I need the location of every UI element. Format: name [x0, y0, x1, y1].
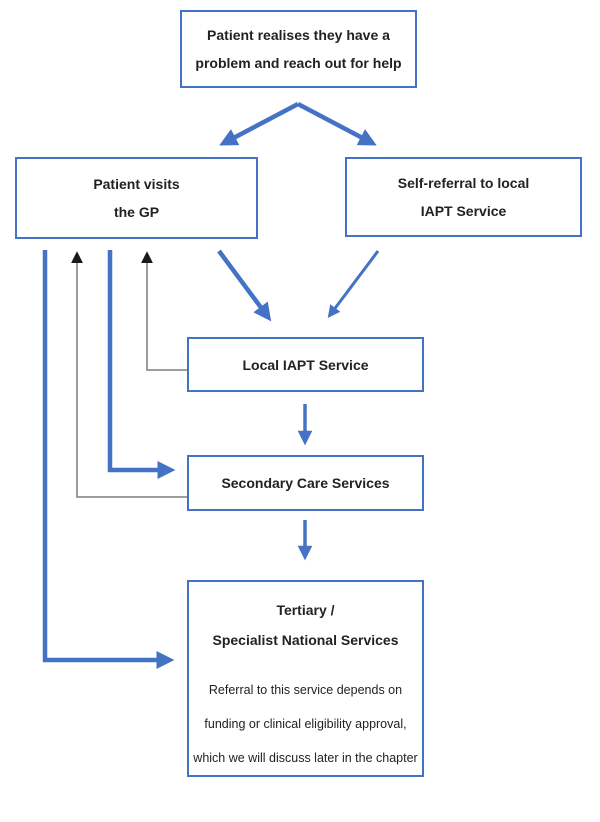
edge-realise-to-gp-arrow — [219, 102, 300, 146]
edge-gp-to-tertiary-elbow-arrow — [42, 250, 175, 669]
node-label: Secondary Care Services — [221, 475, 390, 491]
node-local-iapt-service: Local IAPT Service — [187, 337, 424, 392]
node-label: Specialist National Services — [212, 632, 399, 648]
node-label: IAPT Service — [420, 203, 507, 219]
node-label: problem and reach out for help — [195, 55, 402, 71]
edge-gp-to-secondary-elbow-arrow — [107, 250, 176, 479]
edge-secondary-to-gp-feedback-arrow — [71, 251, 187, 498]
node-label: Self-referral to local — [397, 175, 530, 191]
note-text: funding or clinical eligibility approval… — [204, 717, 407, 731]
tertiary-note: Referral to this service depends on fund… — [193, 673, 417, 775]
node-text: Self-referral to local IAPT Service — [398, 169, 530, 225]
note-text: which we will discuss later in the chapt… — [193, 751, 418, 765]
node-text: Patient visits the GP — [93, 170, 179, 226]
node-self-referral: Self-referral to local IAPT Service — [345, 157, 582, 237]
node-text: Patient realises they have a problem and… — [195, 21, 401, 77]
node-patient-realises: Patient realises they have a problem and… — [180, 10, 417, 88]
node-label: Patient realises they have a — [207, 27, 390, 43]
tertiary-title: Tertiary / Specialist National Services — [193, 595, 417, 655]
node-tertiary-specialist-services: Tertiary / Specialist National Services … — [187, 580, 424, 777]
node-label: Patient visits — [93, 176, 180, 192]
edge-realise-to-selfref-arrow — [296, 102, 377, 146]
node-patient-visits-gp: Patient visits the GP — [15, 157, 258, 239]
edge-gp-to-iapt-arrow — [217, 249, 272, 322]
edge-iapt-to-gp-feedback-arrow — [141, 251, 187, 371]
edge-selfref-to-iapt-arrow — [327, 250, 380, 319]
node-secondary-care-services: Secondary Care Services — [187, 455, 424, 511]
note-text: Referral to this service depends on — [208, 683, 403, 697]
node-text: Tertiary / Specialist National Services … — [193, 595, 417, 775]
node-label: Local IAPT Service — [242, 356, 369, 373]
node-label: the GP — [113, 204, 160, 220]
node-label: Tertiary / — [276, 602, 335, 618]
